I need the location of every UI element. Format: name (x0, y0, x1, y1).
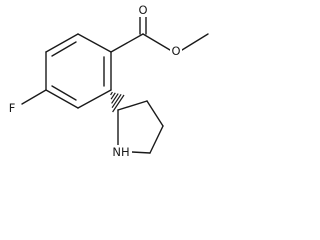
bond-ester-oxygen-to-methyl (181, 33, 209, 51)
ring-bond-c1-c2 (77, 33, 112, 53)
hash-4 (111, 93, 122, 109)
carbonyl-oxygen-label: O (138, 3, 147, 17)
atom-label-ester-oxygen: O (170, 44, 182, 58)
atom-label-pyrrolidine-nitrogen: NH (110, 145, 132, 159)
pyrrolidine-bond-c4-c5 (149, 125, 164, 154)
hash-3 (111, 93, 119, 104)
pyrrolidine-nitrogen-label: NH (112, 145, 129, 159)
atom-label-carbonyl-oxygen: O (137, 3, 149, 17)
ester-oxygen-label: O (171, 44, 180, 58)
fluorine-label: F (9, 101, 16, 115)
bond-ring-to-carbonyl-carbon (110, 33, 144, 53)
benzene-ring (45, 33, 112, 109)
methyl-ester-group (110, 14, 209, 53)
pyrrolidine-bond-c2-c3 (117, 100, 148, 111)
pyrrolidine-bond-c5-n (131, 151, 151, 154)
ring-bond-c2-c3 (45, 33, 79, 53)
hash-5 (112, 94, 125, 113)
hash-1 (110, 91, 113, 96)
molecule-structure: O O F NH (6, 3, 209, 159)
atom-label-fluorine: F (6, 101, 18, 115)
hash-2 (110, 92, 116, 100)
bond-carbonyl-to-ester-oxygen (142, 33, 171, 51)
ring-double-bond-c2-c3 (51, 41, 77, 57)
pyrrolidine-ring (117, 100, 164, 154)
stereo-hashed-wedge (110, 91, 125, 113)
ring-bond-c5-c6 (77, 89, 112, 109)
ring-double-bond-c4-c5 (51, 85, 77, 101)
bond-ring-to-fluorine (21, 89, 47, 105)
pyrrolidine-bond-c3-c4 (146, 100, 164, 127)
ring-bond-c4-c5 (45, 89, 79, 109)
